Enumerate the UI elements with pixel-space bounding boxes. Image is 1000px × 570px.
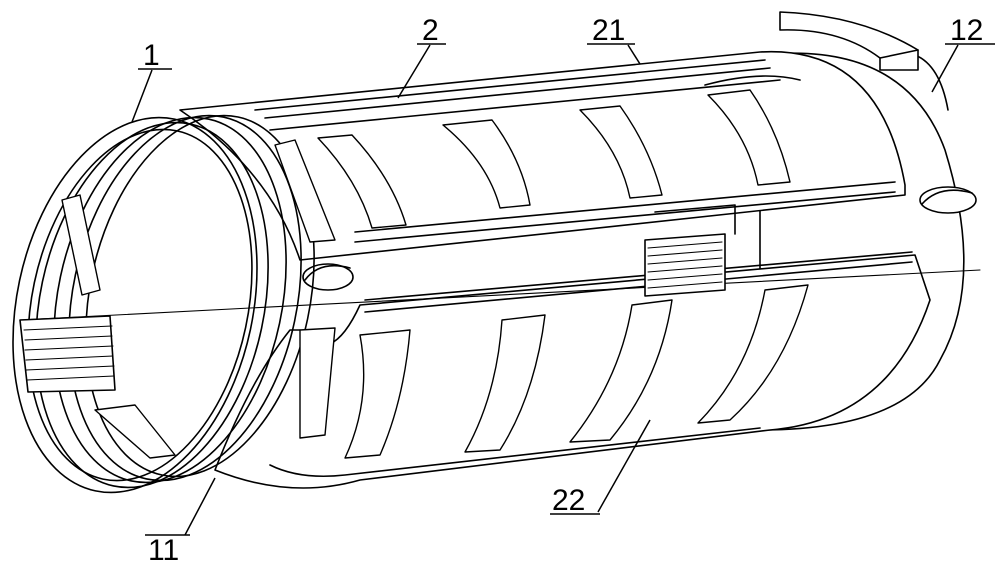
lower-slot-4 [697, 284, 809, 424]
lower-slot-3 [569, 299, 673, 443]
left-spring-block [19, 315, 116, 393]
label-part-2: 2 [422, 14, 439, 47]
upper-slot-3 [579, 105, 663, 199]
leader-2 [397, 44, 431, 99]
leader-22 [597, 419, 651, 513]
leader-12 [931, 44, 959, 93]
leader-lines [131, 44, 959, 536]
ring-window-right-upper [274, 139, 336, 243]
label-part-12: 12 [950, 14, 983, 47]
hinge-seam [19, 186, 981, 321]
upper-slot-2 [442, 119, 531, 209]
upper-slot-1 [317, 134, 407, 229]
reference-labels: 1 2 21 12 11 22 [138, 14, 995, 567]
leader-11 [184, 477, 216, 536]
ring-window-right-lower [299, 327, 336, 439]
lower-slot-1 [344, 329, 411, 459]
lower-slots [344, 284, 809, 459]
lower-slot-2 [464, 314, 546, 453]
leader-21 [627, 44, 641, 65]
left-ring [12, 114, 336, 494]
label-part-1: 1 [143, 39, 160, 72]
ring-window-upper [61, 194, 101, 296]
leader-1 [131, 69, 153, 123]
lower-shell [214, 251, 931, 489]
label-part-11: 11 [148, 534, 179, 567]
label-part-22: 22 [552, 484, 585, 517]
ring-window-lower [94, 404, 176, 459]
label-part-21: 21 [592, 14, 625, 47]
upper-slots [317, 89, 791, 229]
upper-slot-4 [707, 89, 791, 186]
